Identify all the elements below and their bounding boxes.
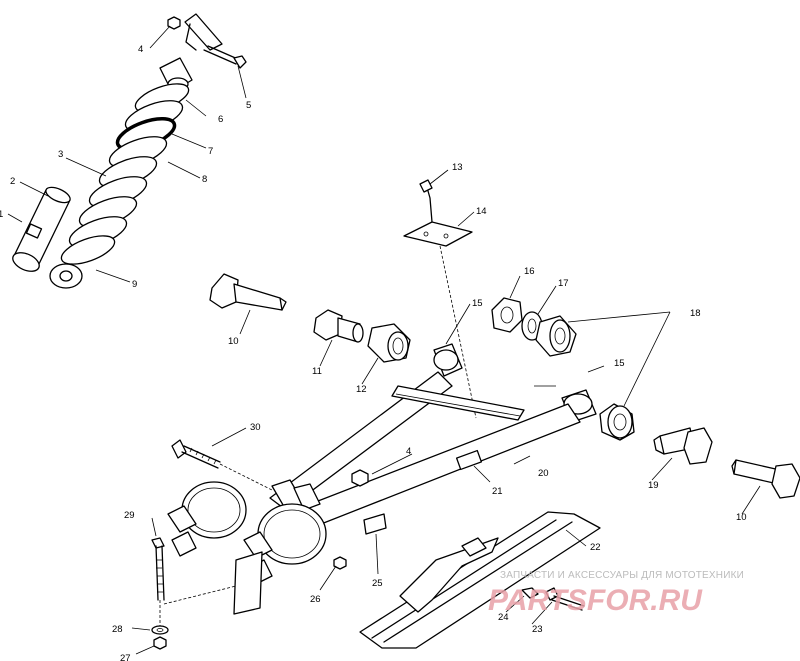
callout-25: 25 [372,578,383,589]
callout-15-lower: 15 [614,358,625,369]
callout-11: 11 [312,366,322,377]
shock-absorber-assembly [12,13,247,289]
watermark-logo: PARTSFOR.RU [488,584,703,617]
bracket-plate [403,179,477,419]
nut-27 [153,636,167,650]
bolt-29 [151,537,165,601]
callout-17: 17 [558,278,569,289]
swing-arm-frame [269,343,597,527]
axle-housing-left [167,481,247,557]
callout-3: 3 [58,149,63,160]
watermark-tagline: ЗАПЧАСТИ И АКСЕССУАРЫ ДЛЯ МОТОТЕХНИКИ [500,570,744,581]
shock-reservoir [12,186,71,272]
bolt-23 [545,587,585,611]
callout-18: 18 [690,308,701,319]
callout-26: 26 [310,594,321,605]
callout-24: 24 [498,612,509,623]
lower-tab [233,551,263,615]
callout-28: 28 [112,624,123,635]
bolt-30 [171,439,273,491]
callout-19: 19 [648,480,659,491]
nut-16 [491,297,523,333]
callout-8: 8 [202,174,207,185]
shock-spring [60,83,190,265]
callout-4-top: 4 [138,44,143,55]
callout-6: 6 [218,114,223,125]
nut-26 [333,556,347,570]
clip-25 [363,513,387,535]
callout-7: 7 [208,146,213,157]
callout-14: 14 [476,206,487,217]
callout-13: 13 [452,162,463,173]
pivot-shaft-left [209,273,287,311]
bushing-12 [367,323,411,363]
callout-4-mid: 4 [406,446,411,457]
callout-30: 30 [250,422,261,433]
callout-labels: 1 2 3 4 4 5 6 7 8 9 10 10 11 12 13 14 15… [0,44,747,661]
callout-1: 1 [0,209,3,220]
pin-24 [521,587,539,599]
washer-28 [151,625,169,635]
callout-15-upper: 15 [472,298,483,309]
bushing-18-upper [535,315,577,357]
callout-9: 9 [132,279,137,290]
bushing-11 [313,309,364,343]
callout-12: 12 [356,384,367,395]
callout-10-right: 10 [736,512,747,523]
callout-20: 20 [538,468,549,479]
pivot-shaft-10-right [731,459,800,499]
bushing-18-lower [599,403,635,441]
callout-29: 29 [124,510,135,521]
slide-rail [359,511,601,649]
callout-22: 22 [590,542,601,553]
callout-2: 2 [10,176,15,187]
callout-10-left: 10 [228,336,239,347]
callout-23: 23 [532,624,543,635]
callout-27: 27 [120,653,131,661]
callout-21: 21 [492,486,503,497]
leader-lines [7,25,761,655]
callout-5: 5 [246,100,251,111]
pivot-shaft-19 [653,427,713,465]
callout-16: 16 [524,266,535,277]
watermark: ЗАПЧАСТИ И АКСЕССУАРЫ ДЛЯ МОТОТЕХНИКИ PA… [488,570,744,617]
